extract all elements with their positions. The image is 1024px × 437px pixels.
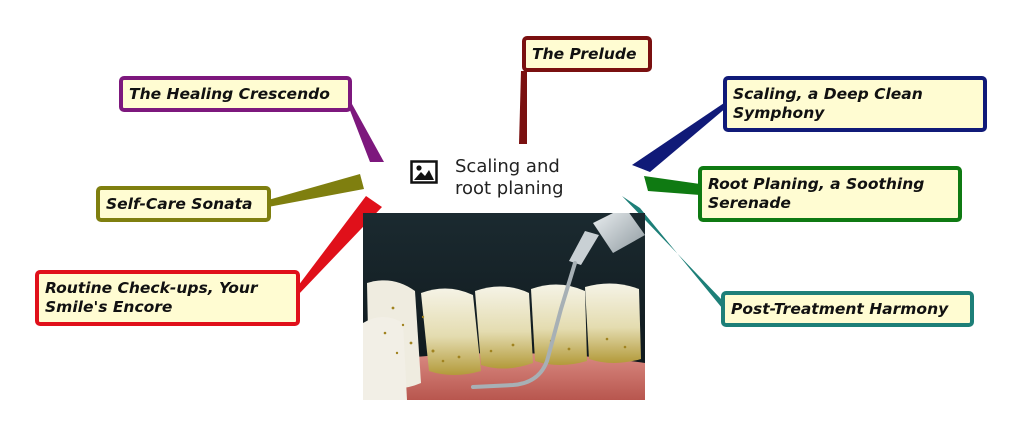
- node-scaling-deep-clean[interactable]: Scaling, a Deep Clean Symphony: [723, 76, 987, 132]
- node-label-line-1: The Prelude: [532, 44, 637, 63]
- node-label-line-2: Smile's Encore: [45, 298, 173, 316]
- node-routine-check-ups[interactable]: Routine Check-ups, Your Smile's Encore: [35, 270, 300, 326]
- node-label-line-2: Serenade: [708, 194, 791, 212]
- node-self-care-sonata[interactable]: Self-Care Sonata: [96, 186, 271, 222]
- node-label-line-1: Routine Check-ups, Your: [45, 279, 258, 297]
- node-label-line-1: Self-Care Sonata: [106, 194, 253, 213]
- node-root-planing[interactable]: Root Planing, a Soothing Serenade: [698, 166, 962, 222]
- branch-routine: [298, 196, 382, 295]
- node-label-line-1: Root Planing, a Soothing: [708, 175, 925, 193]
- branch-healing: [346, 100, 384, 162]
- image-icon: [410, 160, 438, 184]
- branch-self-care: [268, 174, 364, 207]
- scaling-illustration: [363, 213, 645, 400]
- node-the-healing-crescendo[interactable]: The Healing Crescendo: [119, 76, 352, 112]
- node-the-prelude[interactable]: The Prelude: [522, 36, 652, 72]
- branch-root-planing: [644, 176, 700, 195]
- branch-scaling: [632, 101, 727, 172]
- node-label-line-2: Symphony: [733, 104, 825, 122]
- central-topic-line-2: root planing: [455, 178, 564, 199]
- central-topic-line-1: Scaling and: [455, 156, 560, 177]
- node-post-treatment-harmony[interactable]: Post-Treatment Harmony: [721, 291, 974, 327]
- central-topic-title: Scaling and root planing: [455, 156, 564, 200]
- node-label-line-1: Post-Treatment Harmony: [731, 299, 949, 318]
- node-label-line-1: The Healing Crescendo: [129, 84, 330, 103]
- node-label-line-1: Scaling, a Deep Clean: [733, 85, 923, 103]
- branch-prelude: [519, 71, 527, 144]
